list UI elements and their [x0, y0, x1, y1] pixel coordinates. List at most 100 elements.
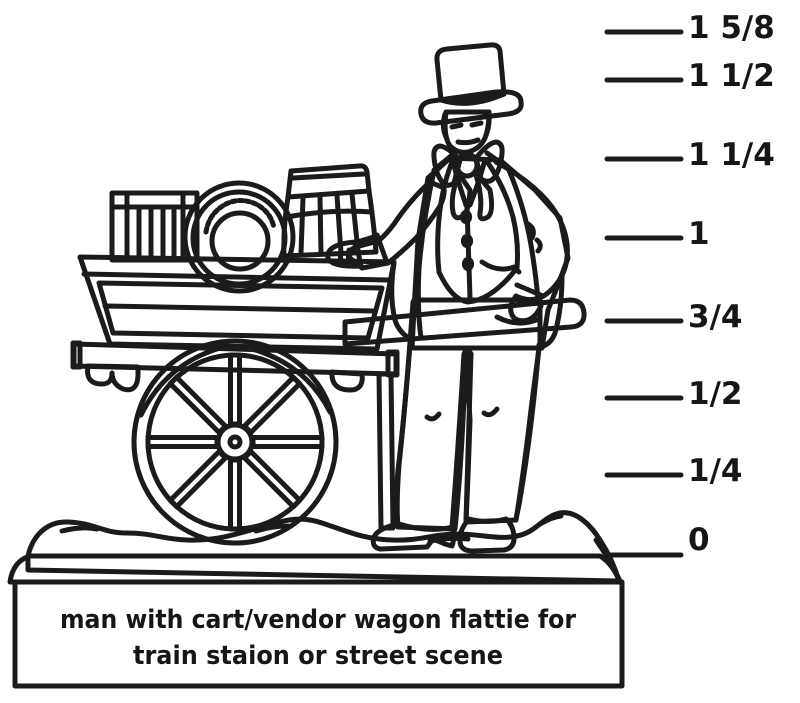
- cart-rail-bottom-edge: [81, 271, 393, 283]
- tick-label: 1 1/2: [688, 58, 775, 94]
- barrel-body: [281, 163, 379, 259]
- vest-button: [461, 256, 475, 272]
- scale-mark: 0: [604, 522, 710, 558]
- barrel-shoulder: [285, 188, 372, 200]
- caption-line-2: train staion or street scene: [133, 641, 503, 671]
- jacket-right-opening: [505, 165, 541, 303]
- armpit-wrinkle: [534, 237, 543, 254]
- plinth-right-curve: [593, 537, 623, 584]
- wheel-spoke: [228, 457, 242, 532]
- right-arm: [493, 159, 570, 326]
- bow-wing-right: [473, 139, 505, 184]
- trousers: [394, 299, 542, 530]
- knee-crease: [481, 406, 500, 418]
- barrel-top-band: [290, 171, 367, 181]
- scale-mark: 1 5/8: [604, 10, 775, 46]
- plate-inscription-squiggle: [203, 198, 277, 235]
- wheel-hub: [215, 422, 255, 462]
- hand-on-cart: [325, 239, 364, 269]
- mound-detail-stroke: [59, 525, 100, 534]
- cart-support-leg: [376, 371, 396, 531]
- wheel-spoke: [167, 449, 228, 510]
- ground-base: [7, 510, 623, 585]
- finger-line: [337, 249, 346, 266]
- barrel-hoop: [284, 208, 375, 220]
- vest-button: [460, 233, 474, 249]
- wheel-interior-arc: [242, 344, 333, 415]
- pocket-opening: [494, 314, 542, 326]
- top-hat: [418, 42, 524, 126]
- jacket-pocket-curve: [479, 259, 522, 275]
- tick-label: 0: [688, 522, 710, 558]
- jacket-left-opening: [415, 168, 437, 341]
- left-shoe: [370, 521, 457, 552]
- cart-handle-shaft: [342, 297, 587, 347]
- right-shoe: [457, 516, 517, 554]
- tick-label: 1 5/8: [688, 10, 775, 46]
- bow-tail-right: [472, 169, 495, 222]
- hand-at-pocket: [508, 293, 544, 324]
- ground-mound: [25, 510, 622, 584]
- barrel-stave: [317, 194, 324, 257]
- mound-detail-stroke: [253, 523, 291, 534]
- caption-box: man with cart/vendor wagon flattie for t…: [12, 579, 625, 689]
- barrel-stave: [298, 195, 306, 256]
- vest-neckline-left: [450, 159, 469, 208]
- cuff-edge: [374, 232, 389, 263]
- arm-outer-edge: [493, 159, 570, 303]
- cart-box-outline: [77, 254, 397, 352]
- beam-end-cap-left: [70, 340, 83, 370]
- tick-label: 1 1/4: [688, 137, 775, 173]
- cart-body: [77, 254, 397, 352]
- tick-label: 3/4: [688, 299, 742, 335]
- scale-mark: 1: [604, 216, 710, 252]
- cuff-line: [514, 282, 546, 299]
- beam-bracket-left: [85, 363, 141, 393]
- left-arm: [325, 179, 447, 271]
- hair-left: [440, 111, 450, 142]
- scale-mark: 1/4: [604, 453, 742, 489]
- beam-bracket-right: [329, 369, 365, 393]
- wheel-spoke: [167, 374, 228, 435]
- wheel-interior-arc: [138, 343, 231, 418]
- mustache: [455, 137, 481, 146]
- wheel-spoke: [242, 374, 303, 435]
- wheel-spoke: [228, 352, 242, 427]
- right-leg-inner: [463, 351, 474, 523]
- wheel-spoke: [250, 435, 325, 449]
- crate: [109, 190, 200, 263]
- cart-cargo: [109, 163, 379, 294]
- scale-mark: 1 1/4: [604, 137, 775, 173]
- wheel-axle-dot: [227, 434, 243, 450]
- crotch-line: [461, 347, 474, 357]
- collar-right: [484, 150, 511, 171]
- eye-right: [469, 120, 484, 128]
- mound-detail-stroke: [537, 513, 564, 527]
- right-leg-outer: [513, 342, 542, 522]
- jacket-left-coattail: [389, 260, 415, 343]
- vest-left-edge: [435, 159, 455, 275]
- plate-outer-rim: [182, 180, 296, 294]
- wheel-spokes: [145, 352, 325, 532]
- hat-crown: [434, 42, 507, 104]
- man-figure: [325, 42, 571, 554]
- finger-line: [345, 247, 354, 267]
- left-leg-inner: [449, 351, 467, 530]
- hat-band: [438, 91, 507, 106]
- eye-left: [449, 122, 464, 130]
- wheel-spoke: [145, 435, 220, 449]
- wheel-spoke: [242, 449, 303, 510]
- scale-mark: 1 1/2: [604, 58, 775, 94]
- jacket: [389, 165, 565, 350]
- cart-panel: [96, 280, 385, 341]
- measurement-scale: 1 5/8 1 1/2 1 1/4 1 3/4 1/2 1/4 0: [604, 10, 775, 558]
- left-leg-outer: [394, 299, 416, 529]
- scale-mark: 3/4: [604, 299, 742, 335]
- plate-center-ring: [209, 210, 271, 272]
- scale-mark: 1/2: [604, 376, 742, 412]
- hat-brim: [418, 89, 524, 126]
- tick-label: 1: [688, 216, 710, 252]
- cart-wheel: [131, 338, 339, 546]
- knee-crease: [424, 411, 442, 422]
